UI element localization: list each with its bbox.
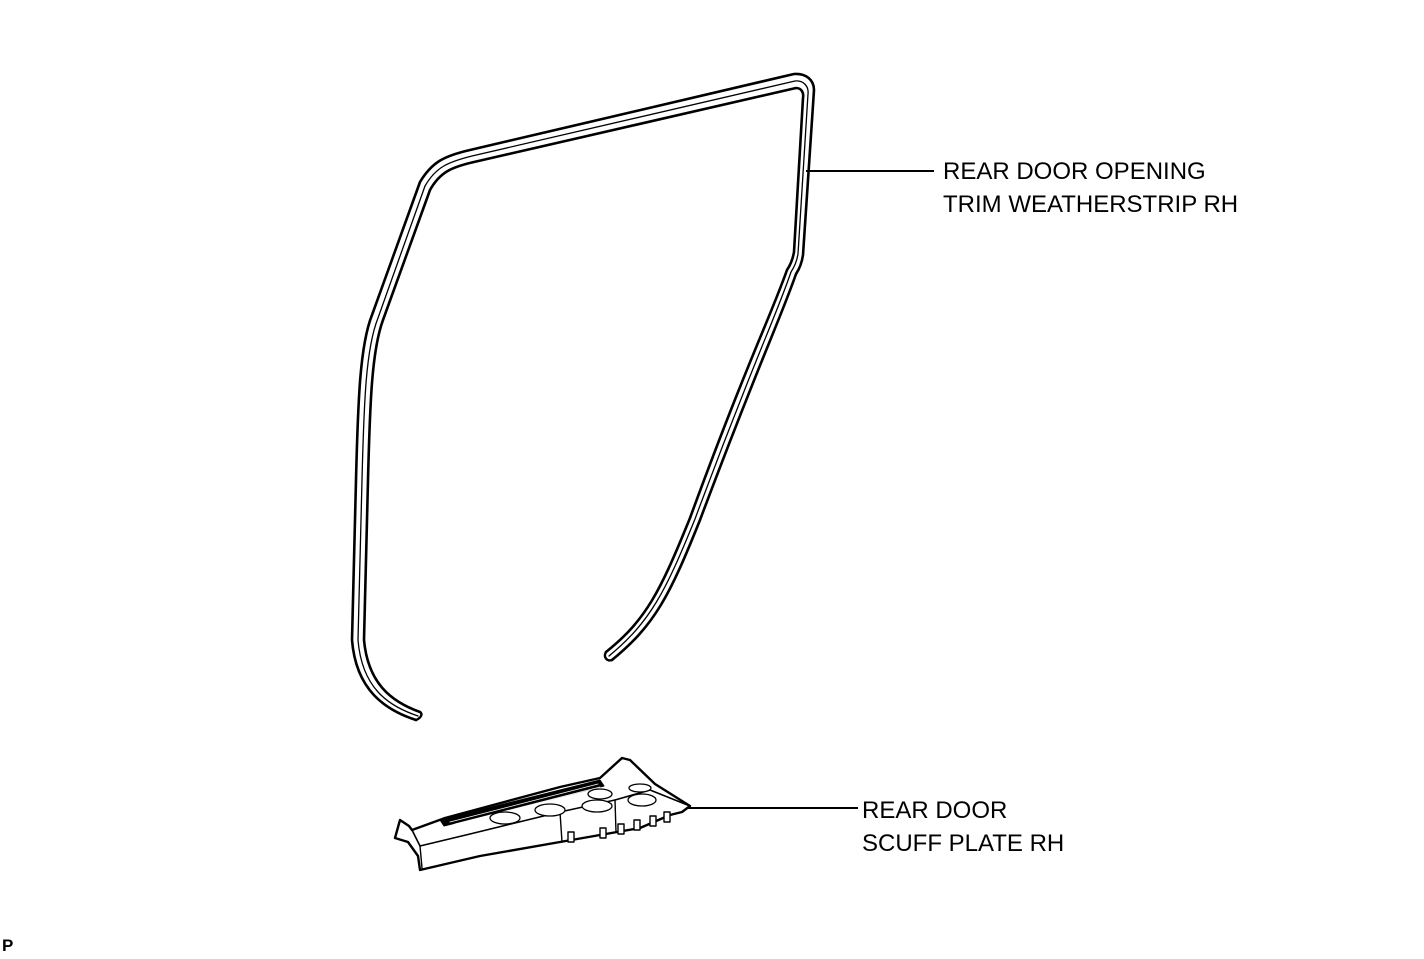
weatherstrip-part (350, 72, 816, 722)
scuff-plate-clips (567, 811, 671, 843)
clip-recess (534, 803, 566, 817)
scuff-plate-lower-face (419, 799, 617, 869)
clip (567, 831, 575, 843)
clip-recess (628, 783, 652, 793)
scuff-plate-clip-recesses (489, 783, 657, 825)
clip (663, 811, 671, 823)
clip (599, 827, 607, 839)
clip (649, 815, 657, 827)
callout-weatherstrip: REAR DOOR OPENING TRIM WEATHERSTRIP RH (943, 155, 1238, 221)
scuff-plate-part (393, 756, 692, 872)
weatherstrip-outer-edge (350, 72, 816, 722)
callout-weatherstrip-line2: TRIM WEATHERSTRIP RH (943, 191, 1239, 218)
scuff-plate-tread-strip (439, 779, 605, 827)
callout-scuff-plate: REAR DOOR SCUFF PLATE RH (862, 794, 1064, 860)
weatherstrip-groove (357, 80, 809, 717)
clip-recess (627, 793, 657, 807)
scuff-plate-tread-lines (449, 783, 601, 825)
clip-recess (489, 811, 521, 825)
clip (617, 823, 625, 835)
weatherstrip-inner-edge (362, 86, 805, 714)
page-mark: P (2, 936, 14, 955)
weatherstrip-end-cap-right (603, 650, 614, 662)
callout-scuff-plate-line2: SCUFF PLATE RH (862, 830, 1065, 857)
callout-weatherstrip-line1: REAR DOOR OPENING (943, 158, 1206, 185)
clip-recess (587, 788, 613, 800)
callout-scuff-plate-line1: REAR DOOR (862, 797, 1008, 824)
clip (633, 819, 641, 831)
clip-recess (581, 799, 613, 813)
weatherstrip-end-cap-left (414, 710, 423, 722)
